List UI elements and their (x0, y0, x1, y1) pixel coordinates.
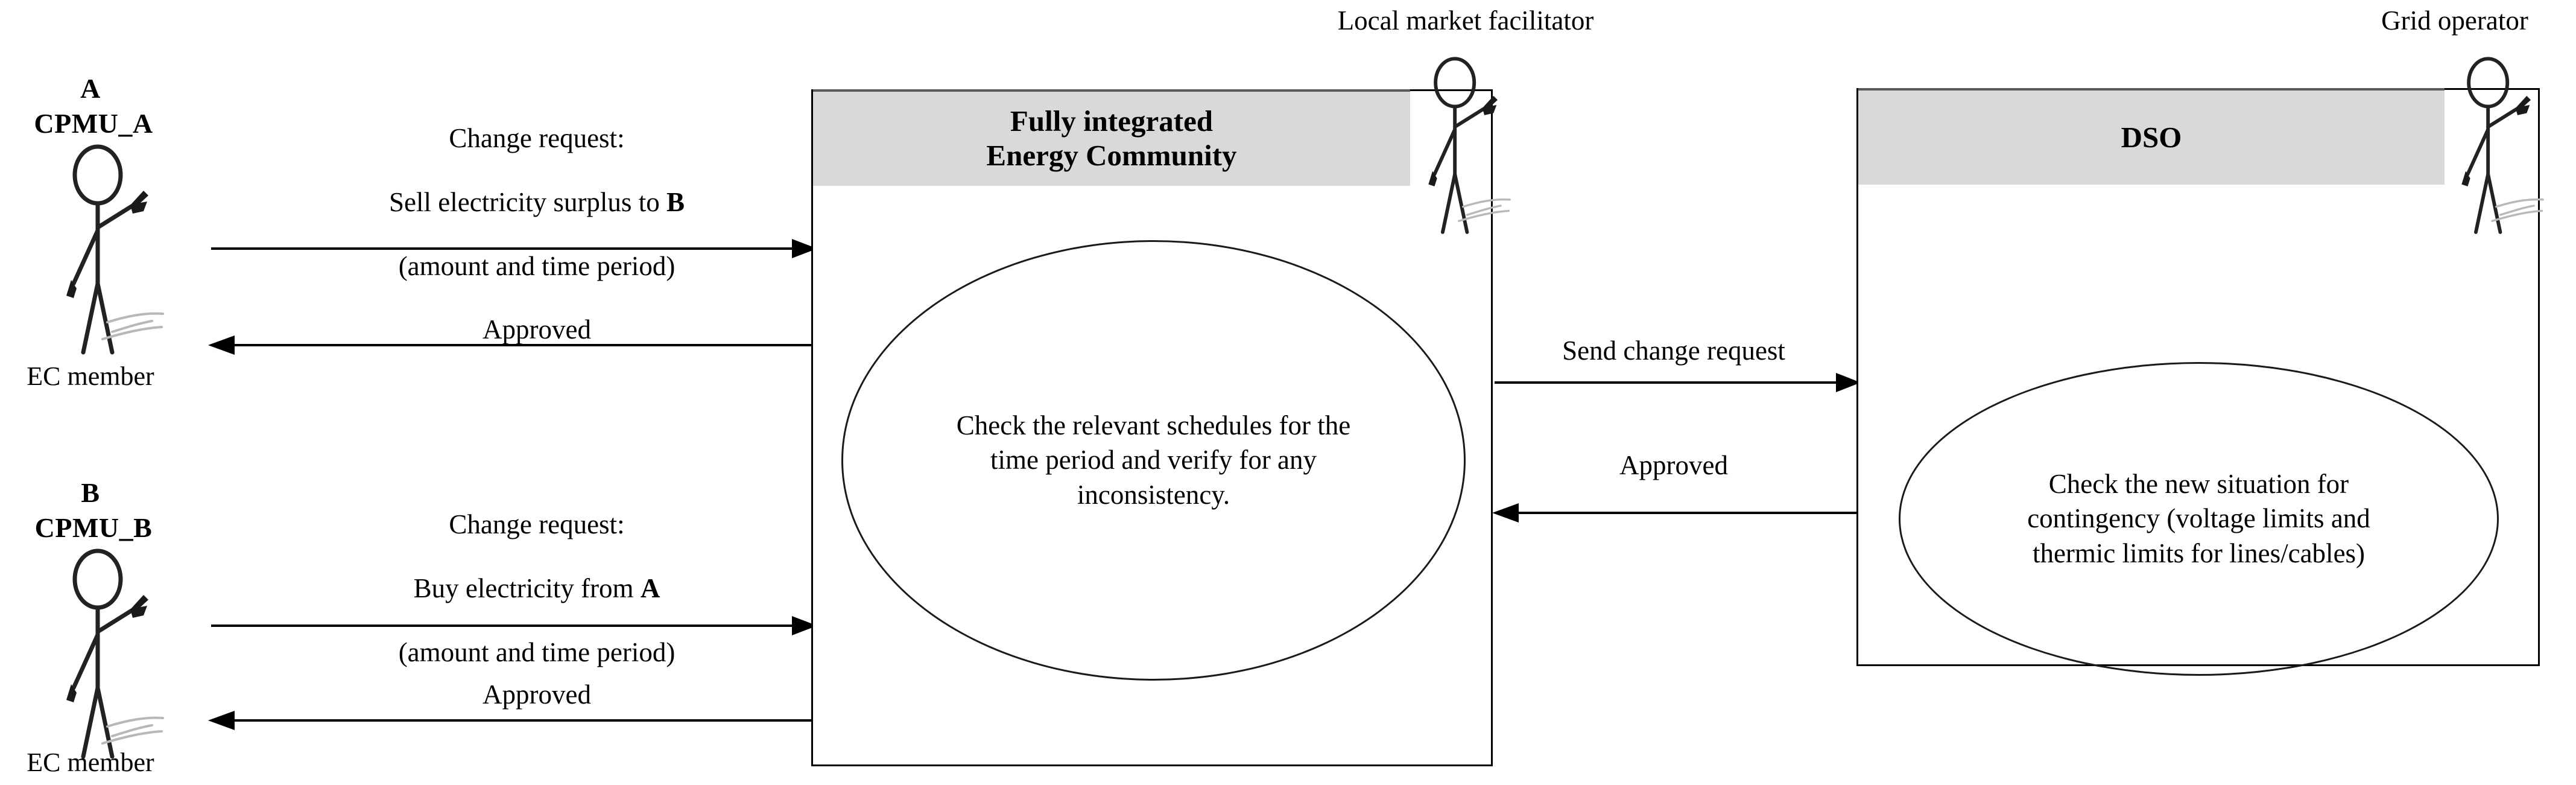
message-a-request-line2: Sell electricity surplus to B (389, 187, 685, 218)
message-dso-to-ec-label: Approved (1619, 450, 1728, 480)
arrow-dso-to-ec (1492, 503, 1861, 523)
actor-b-unit: CPMU_B (34, 512, 153, 543)
message-a-request-line1: Change request: (449, 123, 625, 154)
activity-ellipse-energy-community: Check the relevant schedules for the tim… (841, 240, 1466, 681)
actor-a-role: EC member (27, 361, 154, 391)
actor-a-id: A (80, 73, 101, 104)
stick-figure-icon (60, 544, 175, 768)
message-b-request-line3: (amount and time period) (398, 637, 676, 668)
caption-local-market-facilitator: Local market facilitator (1337, 5, 1594, 36)
activity-ellipse-dso-text: Check the new situation for contingency … (2027, 468, 2370, 568)
message-b-request-line1: Change request: (449, 509, 625, 540)
actor-b-id: B (81, 477, 100, 508)
message-a-request-label: Change request: Sell electricity surplus… (235, 91, 838, 315)
caption-grid-operator: Grid operator (2381, 5, 2528, 36)
message-b-request-line2: Buy electricity from A (413, 573, 660, 604)
arrow-b-approved (208, 711, 820, 730)
message-b-approved-label: Approved (483, 679, 591, 710)
message-a-request-line3: (amount and time period) (398, 251, 676, 282)
actor-a-unit: CPMU_A (34, 108, 153, 139)
process-header-dso: DSO (1858, 88, 2445, 185)
message-a-approved-label: Approved (483, 314, 591, 345)
process-header-energy-community: Fully integrated Energy Community (813, 89, 1410, 186)
stick-figure-icon (1414, 53, 1529, 241)
process-header-energy-community-text: Fully integrated Energy Community (986, 104, 1237, 172)
arrow-b-request (211, 616, 817, 635)
message-b-request-label: Change request: Buy electricity from A (… (235, 477, 838, 701)
activity-ellipse-dso: Check the new situation for contingency … (1899, 362, 2499, 676)
stick-figure-icon (60, 140, 175, 363)
arrow-a-approved (208, 335, 820, 355)
message-ec-to-dso-label: Send change request (1562, 335, 1785, 366)
process-header-dso-text: DSO (2121, 120, 2182, 154)
arrow-ec-to-dso (1495, 373, 1861, 392)
stick-figure-icon (2448, 53, 2562, 241)
arrow-a-request (211, 239, 817, 258)
activity-ellipse-energy-community-text: Check the relevant schedules for the tim… (956, 410, 1351, 510)
actor-b-role: EC member (27, 748, 154, 777)
